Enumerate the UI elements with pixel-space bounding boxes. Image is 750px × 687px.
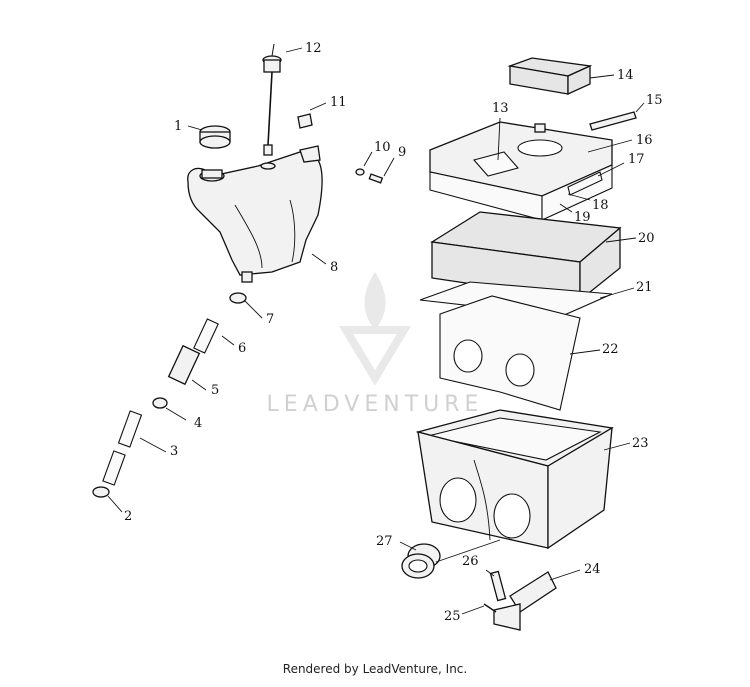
part-15-strip: [589, 111, 637, 131]
watermark-logo: [338, 272, 412, 386]
part-3-hose: [117, 410, 143, 448]
callout-1: 1: [174, 119, 182, 134]
leader-lines: [107, 47, 645, 615]
callouts: 1 2 3 4 5 6 7 8 9 10 11 12 13 14 15 16 1…: [124, 41, 663, 624]
callout-5: 5: [211, 383, 219, 398]
callout-16: 16: [636, 133, 653, 148]
callout-6: 6: [238, 341, 246, 356]
callout-2: 2: [124, 509, 132, 524]
part-24-bracket: [493, 571, 557, 631]
part-10-washer: [355, 168, 365, 176]
callout-19: 19: [574, 210, 591, 225]
callout-26: 26: [462, 554, 479, 569]
callout-7: 7: [266, 312, 274, 327]
part-8-fuel-tank: [187, 145, 323, 283]
callout-20: 20: [638, 231, 655, 246]
callout-10: 10: [374, 140, 391, 155]
callout-9: 9: [398, 145, 406, 160]
part-7-clamp: [229, 292, 247, 304]
callout-14: 14: [617, 68, 634, 83]
callout-8: 8: [330, 260, 338, 275]
part-12-fuel-gauge: [262, 43, 282, 156]
callout-25: 25: [444, 609, 461, 624]
part-14-foam-block: [507, 57, 593, 96]
callout-27: 27: [376, 534, 393, 549]
part-9-bolt: [368, 173, 384, 184]
part-2-hose-end: [92, 450, 126, 498]
callout-17: 17: [628, 152, 645, 167]
part-22-plate: [439, 295, 581, 411]
callout-15: 15: [646, 93, 663, 108]
part-5-fuel-filter: [167, 344, 201, 386]
part-20-foam-element: [430, 211, 622, 302]
part-1-fuel-cap: [199, 125, 231, 149]
callout-4: 4: [194, 416, 202, 431]
part-27-grommet: [401, 543, 441, 579]
part-11-pad: [297, 113, 313, 129]
callout-18: 18: [592, 198, 609, 213]
part-23-airbox-base: [415, 409, 614, 550]
part-4-clamp: [152, 397, 168, 409]
part-25-screw: [483, 603, 497, 613]
callout-21: 21: [636, 280, 653, 295]
callout-11: 11: [330, 95, 347, 110]
callout-23: 23: [632, 436, 649, 451]
callout-3: 3: [170, 444, 178, 459]
part-16-airbox-cover: [429, 121, 613, 221]
callout-22: 22: [602, 342, 619, 357]
callout-13: 13: [492, 101, 509, 116]
part-6-hose: [193, 318, 219, 354]
callout-24: 24: [584, 562, 601, 577]
callout-12: 12: [305, 41, 322, 56]
part-26-clamp: [489, 570, 507, 602]
footer-credit: Rendered by LeadVenture, Inc.: [282, 662, 468, 676]
